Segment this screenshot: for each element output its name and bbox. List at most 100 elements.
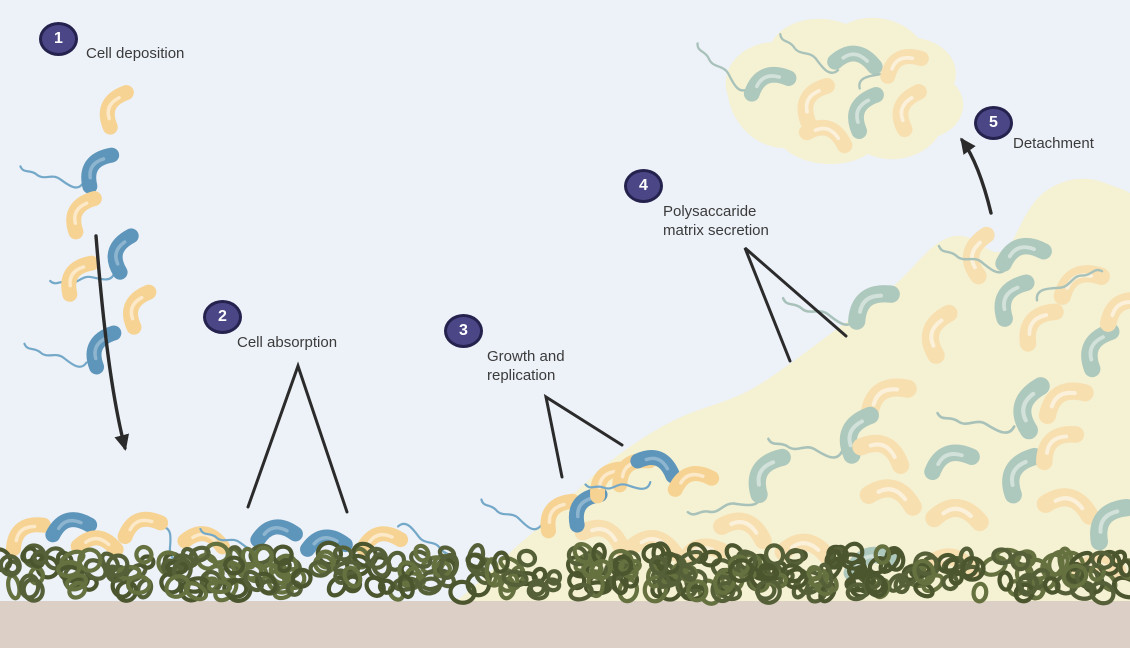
step-1-label: Cell deposition — [86, 45, 185, 62]
coil-loop — [699, 549, 723, 568]
coil-loop — [332, 545, 354, 562]
coil-loop — [492, 550, 510, 574]
bacterium-sage — [924, 444, 980, 481]
coil-loop — [1010, 550, 1031, 572]
coil-loop — [589, 558, 613, 581]
bacterium-sage — [779, 33, 883, 75]
coil-loop — [758, 562, 779, 581]
bacterium-sage — [686, 448, 791, 516]
bacterium-yellow — [66, 191, 102, 240]
bacterium-blue — [19, 147, 120, 194]
bacterium-yellow — [61, 255, 100, 302]
coil-loop — [572, 542, 595, 565]
substrate-strip — [0, 601, 1130, 648]
coil-loop — [377, 578, 396, 595]
bacterium-pale-orange — [1036, 488, 1099, 525]
flagellum-icon — [767, 437, 844, 459]
bacterium-pale-orange — [774, 533, 836, 565]
coil-loop — [164, 574, 191, 599]
coil-loop — [913, 551, 939, 576]
coil-loop — [728, 558, 755, 583]
bacterium-blue — [49, 228, 139, 285]
bacterium-pale-orange — [1038, 382, 1094, 424]
coil-loop — [685, 579, 709, 603]
coil-loop — [0, 547, 13, 573]
coil-loop — [936, 552, 959, 575]
bacterium-sage — [1090, 498, 1130, 551]
coil-loop — [465, 553, 486, 570]
flagellum-icon — [779, 33, 840, 74]
coil-loop — [290, 567, 313, 589]
flagellum-icon — [937, 244, 1009, 274]
coil-loop — [272, 584, 294, 601]
bacterium-yellow — [5, 517, 51, 557]
deposition-arrow — [94, 234, 130, 451]
coil-loop — [223, 555, 245, 576]
annotation-lines — [94, 137, 993, 514]
coil-loop — [948, 569, 964, 586]
coil-loop — [0, 554, 22, 578]
coil-loop — [308, 560, 332, 578]
coil-loop — [333, 560, 362, 577]
coil-loop — [642, 575, 669, 604]
bacterium-sage — [937, 237, 1052, 274]
coil-loop — [568, 582, 594, 602]
matrix-pointer — [743, 246, 848, 363]
coil-loop — [677, 549, 704, 568]
coil-loop — [206, 579, 233, 595]
bacterium-sage — [1002, 447, 1044, 504]
step-1-badge: 1 — [39, 22, 78, 56]
bacterium-blue — [300, 529, 353, 557]
coil-loop — [134, 544, 154, 565]
coil-loop — [912, 558, 936, 586]
bacterium-pale-orange — [962, 226, 995, 285]
flagellum-icon — [49, 270, 116, 285]
bacterium-pale-orange — [713, 512, 772, 550]
bacterium-pale-orange — [798, 119, 853, 154]
coil-loop — [755, 578, 782, 605]
bacterium-pale-orange — [1099, 292, 1130, 332]
coil-loop — [409, 549, 433, 569]
bacterium-sage — [936, 377, 1050, 440]
bacterium-blue — [45, 512, 98, 543]
coil-loop — [438, 552, 460, 580]
step-3-label: Growth and replication — [487, 348, 565, 384]
step-4-badge: 4 — [624, 169, 663, 203]
flagellum-icon — [696, 42, 750, 92]
step-3-badge: 3 — [444, 314, 483, 348]
coil-loop — [56, 559, 82, 578]
coil-loop — [18, 573, 41, 600]
coil-loop — [115, 579, 139, 603]
coil-loop — [32, 549, 49, 566]
bacterium-pale-orange — [859, 479, 922, 516]
bacterium-yellow — [667, 466, 720, 497]
coil-loop — [785, 548, 805, 567]
flagellum-icon — [781, 296, 856, 326]
coil-loop — [710, 575, 736, 604]
coil-loop — [501, 569, 529, 588]
coil-loop — [1043, 576, 1061, 595]
bacterium-blue — [23, 325, 122, 375]
bacterium-pale-orange — [574, 519, 630, 557]
coil-loop — [764, 543, 786, 566]
coil-loop — [222, 578, 249, 599]
coil-loop — [105, 553, 130, 578]
biofilm-mound — [455, 178, 1130, 602]
coil-loop — [997, 570, 1014, 592]
flagellum-icon — [23, 342, 88, 368]
bacterium-pale-orange — [1036, 426, 1085, 471]
coil-loop — [413, 543, 431, 563]
surface-coil-band — [0, 540, 1130, 606]
coil-loop — [1040, 552, 1065, 579]
coil-loop — [544, 577, 562, 593]
coil-loop — [617, 577, 640, 604]
coil-loop — [1061, 563, 1089, 589]
coil-loop — [171, 557, 193, 583]
growth-pointer — [543, 393, 624, 479]
coil-loop — [921, 573, 945, 594]
bacterium-yellow — [70, 530, 124, 558]
bacterium-pale-orange — [921, 304, 958, 364]
flagellum-icon — [936, 411, 1016, 434]
